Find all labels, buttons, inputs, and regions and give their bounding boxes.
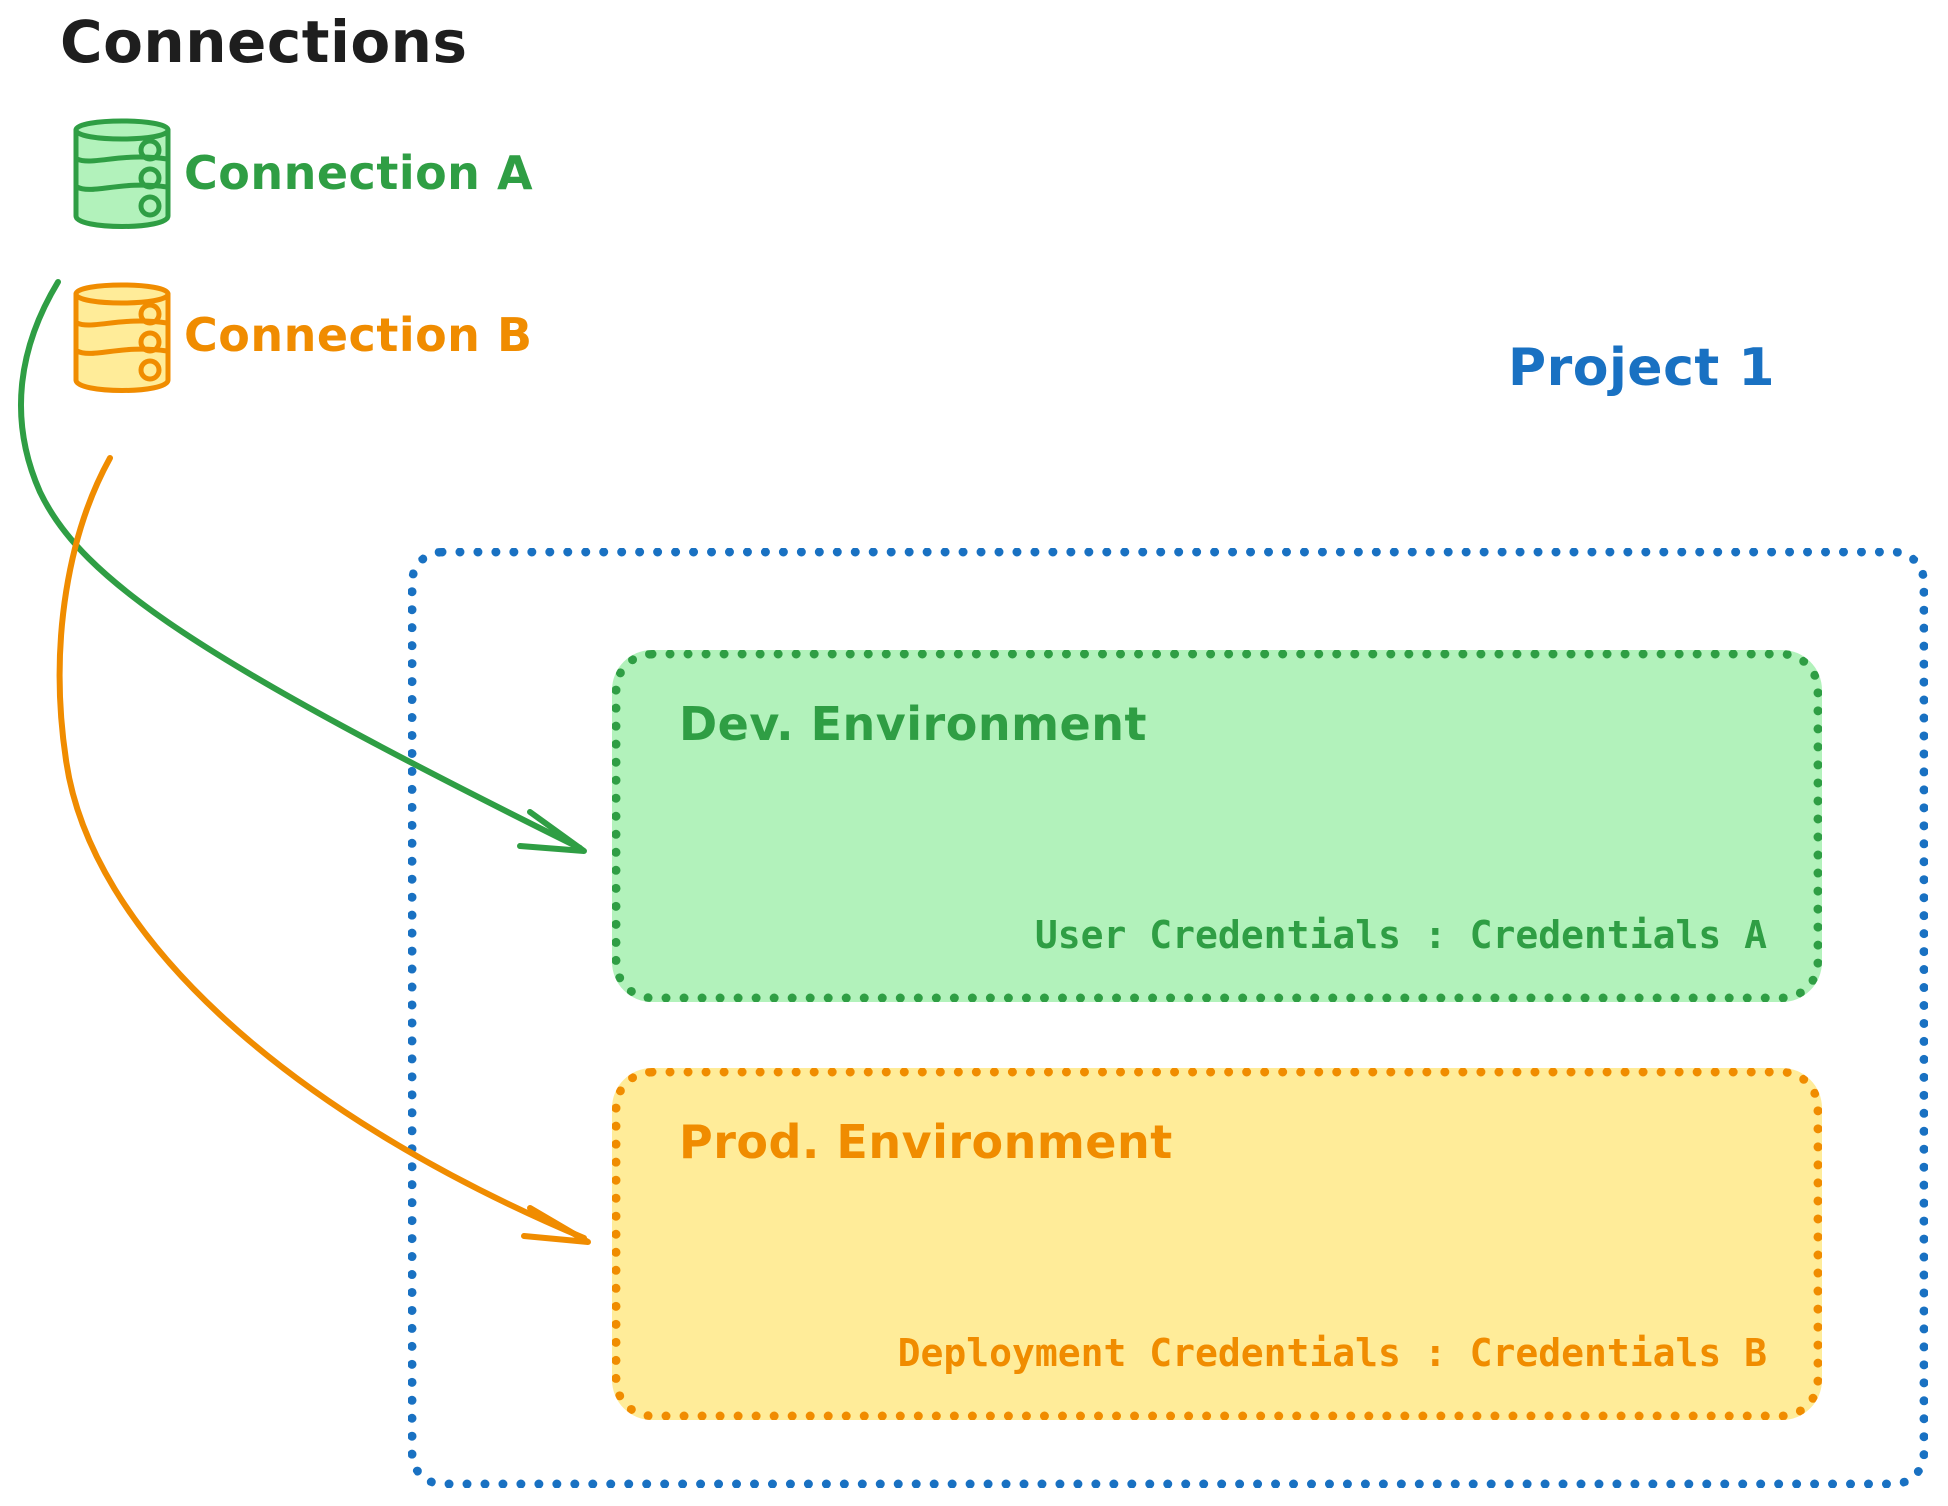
dev-environment-box: Dev. Environment User Credentials : Cred…: [612, 650, 1822, 1002]
database-cylinder-icon-connection-b: [62, 272, 182, 406]
dev-environment-title: Dev. Environment: [679, 697, 1147, 751]
database-cylinder-icon-connection-a: [62, 108, 182, 242]
connection-a-label: Connection A: [184, 146, 534, 200]
prod-environment-box: Prod. Environment Deployment Credentials…: [612, 1068, 1822, 1420]
connection-b-label: Connection B: [184, 308, 533, 362]
prod-environment-title: Prod. Environment: [679, 1115, 1173, 1169]
dev-environment-credentials: User Credentials : Credentials A: [1034, 913, 1767, 957]
page-title: Connections: [60, 8, 468, 76]
project-label: Project 1: [1508, 338, 1776, 398]
prod-environment-credentials: Deployment Credentials : Credentials B: [897, 1331, 1767, 1375]
